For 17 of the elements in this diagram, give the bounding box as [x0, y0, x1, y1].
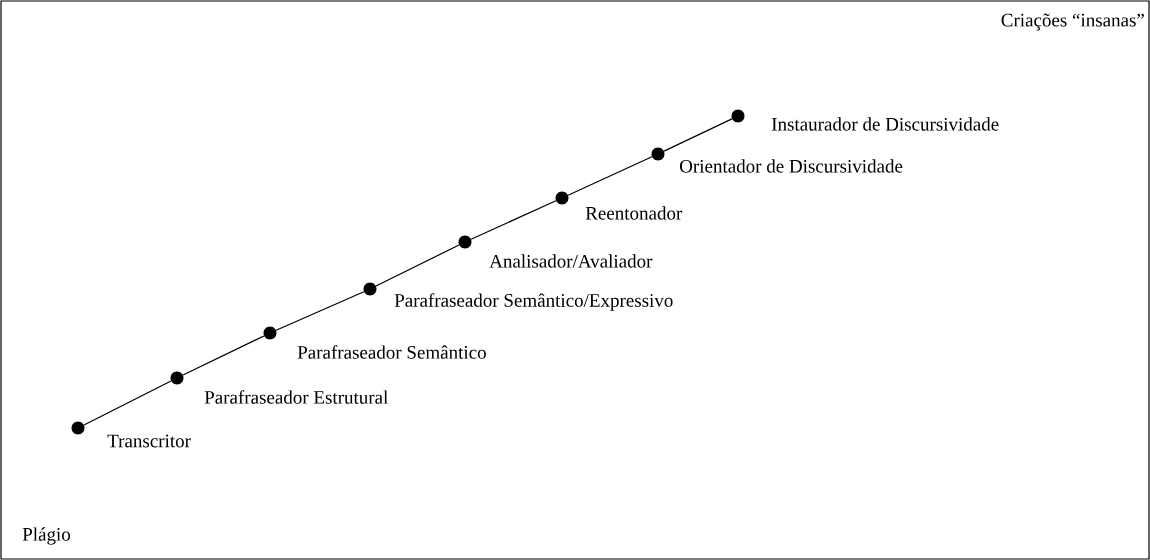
- stage-label: Transcritor: [107, 434, 191, 448]
- stage-label: Instaurador de Discursividade: [771, 117, 999, 131]
- line-segment: [83, 380, 172, 426]
- stage-label: Parafraseador Semântico/Expressivo: [394, 293, 673, 311]
- stage-label: Reentonador: [585, 206, 683, 220]
- end-label: Plágio: [22, 527, 71, 545]
- line-segment: [275, 291, 365, 331]
- stage-label: Parafraseador Semântico: [297, 345, 486, 359]
- stage-label: Parafraseador Estrutural: [204, 390, 388, 404]
- line-segment: [567, 156, 653, 196]
- stage-label: Orientador de Discursividade: [680, 159, 903, 173]
- line-segment: [470, 200, 557, 240]
- end-label: Criações “insanas”: [1001, 13, 1144, 31]
- line-segment: [663, 118, 733, 152]
- stage-label: Analisador/Avaliador: [489, 254, 653, 268]
- line-segment: [182, 335, 265, 376]
- line-segment: [375, 244, 460, 287]
